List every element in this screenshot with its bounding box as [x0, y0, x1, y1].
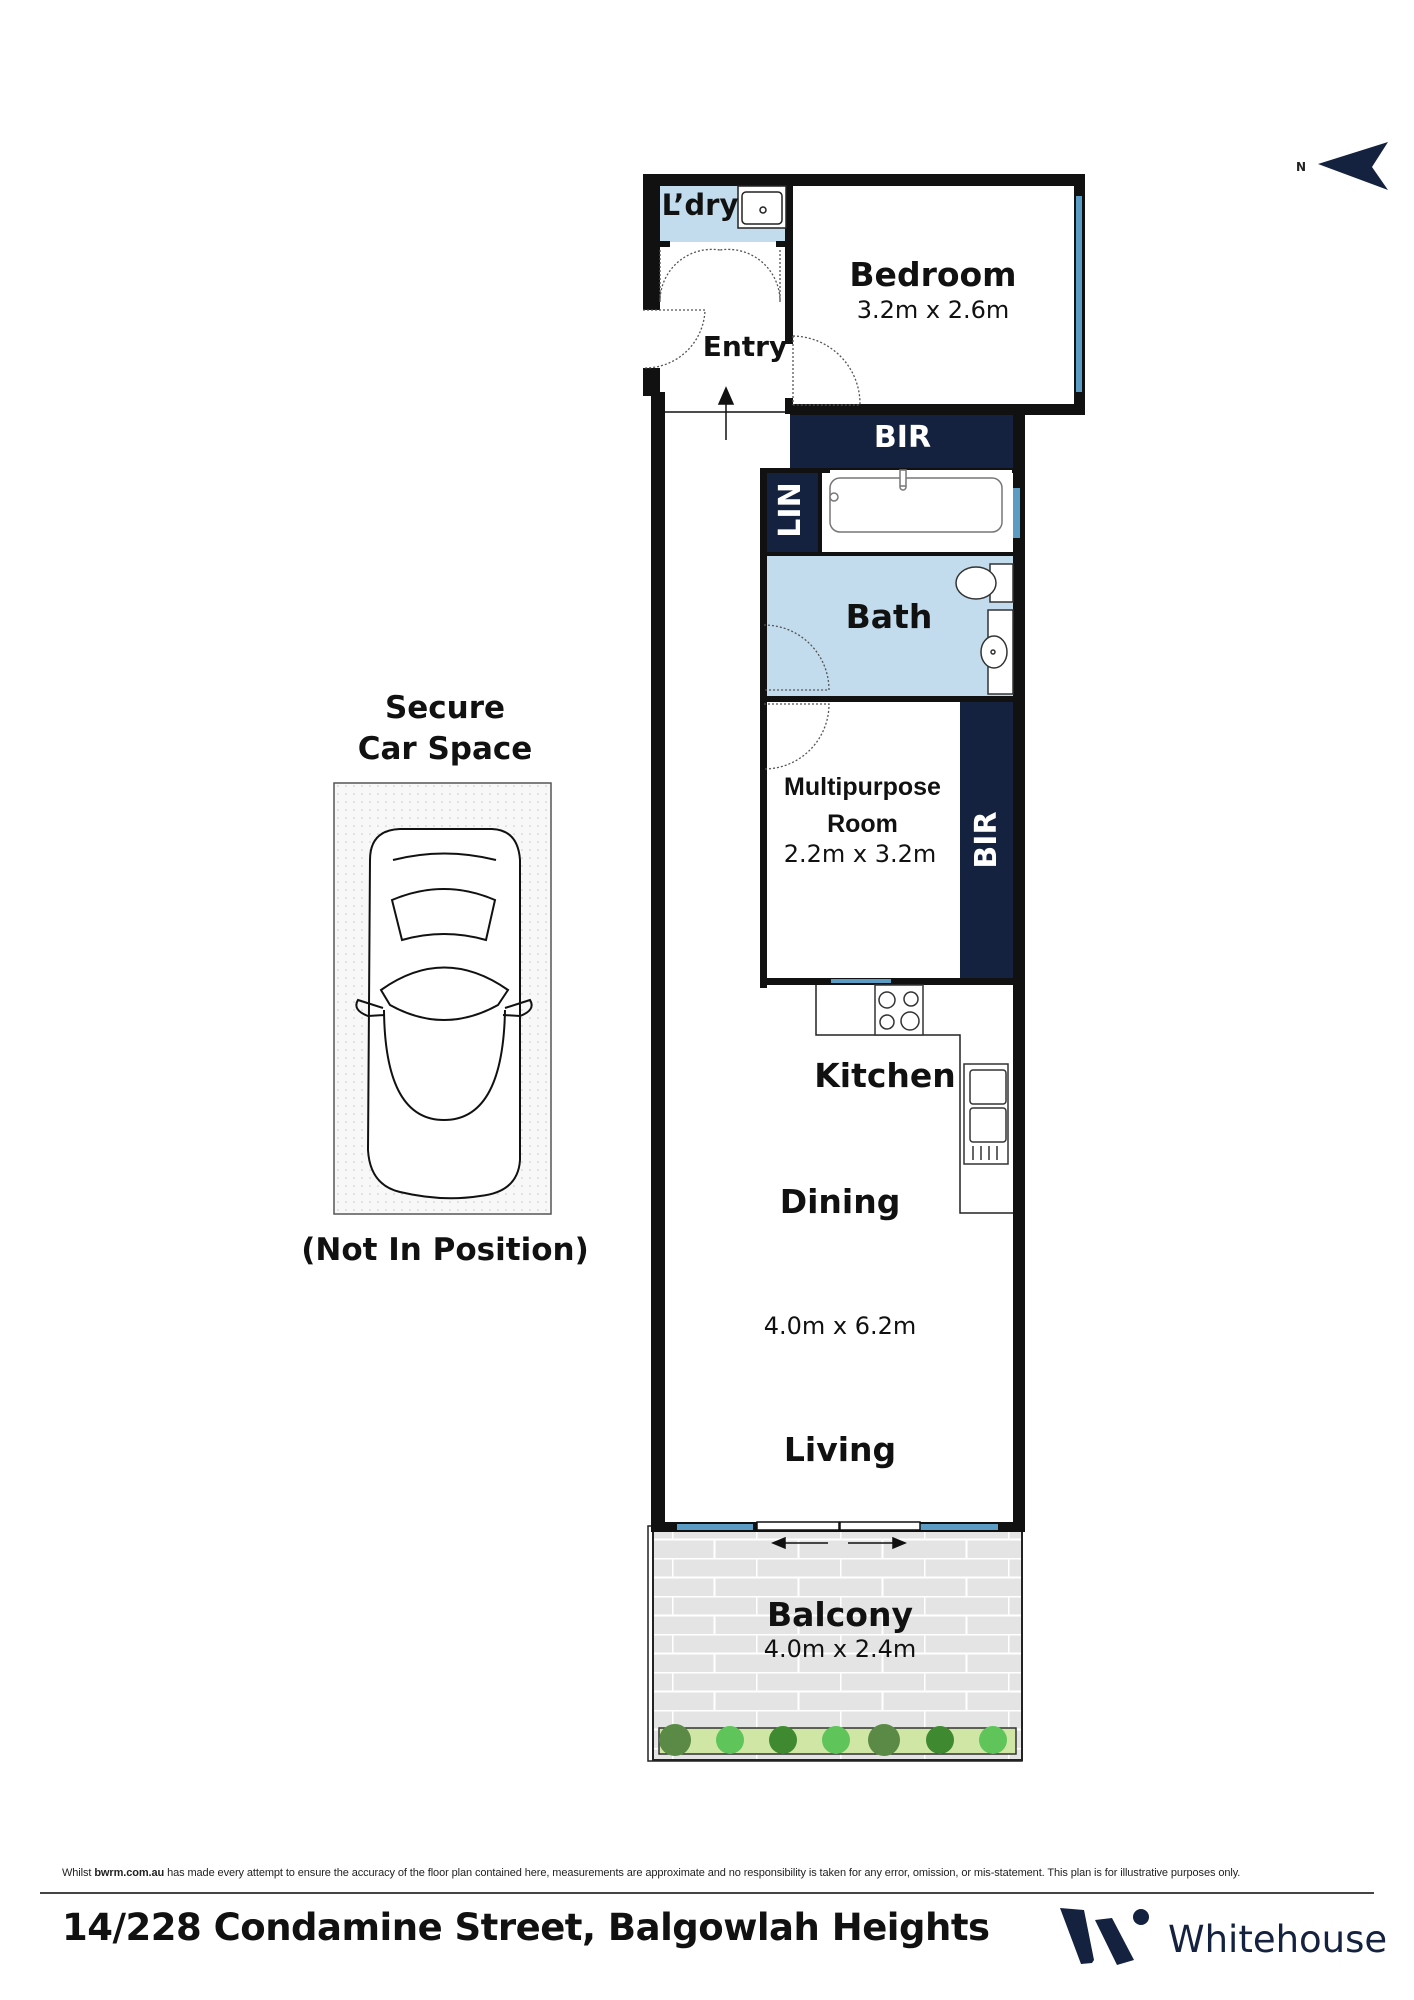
- bath-label: Bath: [845, 597, 933, 636]
- multipurpose-label-line2: Room: [827, 810, 898, 838]
- linen-cupboard: [764, 470, 818, 552]
- property-address: 14/228 Condamine Street, Balgowlah Heigh…: [62, 1906, 990, 1949]
- planter-shrubs: [659, 1724, 1007, 1756]
- toilet-icon: [955, 563, 1014, 603]
- north-arrow-icon: N: [1296, 142, 1388, 190]
- laundry-label: L’dry: [661, 188, 739, 222]
- disclaimer-text: has made every attempt to ensure the acc…: [164, 1867, 1241, 1879]
- dining-label: Dining: [779, 1182, 901, 1221]
- car-space-title-line2: Car Space: [357, 731, 533, 767]
- balcony-sliding-door[interactable]: [756, 1521, 921, 1550]
- balcony-label: Balcony: [767, 1595, 913, 1634]
- multipurpose-dimensions: 2.2m x 3.2m: [783, 840, 937, 868]
- kitchen-label: Kitchen: [814, 1056, 956, 1095]
- laundry-tub-icon: [737, 185, 787, 229]
- entry-label: Entry: [702, 330, 788, 363]
- disclaimer-prefix: Whilst: [62, 1867, 95, 1879]
- living-label: Living: [783, 1430, 897, 1469]
- balcony: [647, 1525, 1023, 1762]
- bedroom-label: Bedroom: [849, 255, 1017, 294]
- kitchen-sink-icon: [963, 1063, 1009, 1165]
- bir-top-label: BIR: [873, 420, 932, 455]
- windows: [677, 196, 1082, 1530]
- car-icon: [355, 828, 533, 1200]
- whitehouse-logo-icon: [1060, 1908, 1149, 1965]
- multipurpose-label-line1: Multipurpose: [784, 773, 941, 801]
- door-swings: [643, 248, 861, 770]
- compass-label: N: [1296, 160, 1306, 174]
- bathtub-icon: [829, 469, 1012, 550]
- bir-side-label: BIR: [969, 811, 1004, 869]
- car-space-title-line1: Secure: [384, 690, 506, 726]
- linen-label: LIN: [773, 482, 808, 538]
- living-dining-dimensions: 4.0m x 6.2m: [763, 1312, 917, 1340]
- bedroom-dimensions: 3.2m x 2.6m: [856, 296, 1010, 324]
- bir-top: [790, 412, 1018, 468]
- bir-side: [960, 702, 1014, 982]
- brand-name: Whitehouse: [1168, 1918, 1388, 1961]
- car-space: [333, 782, 552, 1215]
- car-space-note: (Not In Position): [301, 1232, 589, 1268]
- entry-door[interactable]: [665, 386, 790, 440]
- cooktop-icon: [874, 984, 924, 1036]
- basin-icon: [980, 609, 1014, 695]
- footer-divider: [40, 1892, 1374, 1894]
- disclaimer-site: bwrm.com.au: [94, 1867, 165, 1879]
- balcony-dimensions: 4.0m x 2.4m: [763, 1635, 917, 1663]
- kitchen-benches: [815, 985, 1013, 1214]
- disclaimer: Whilst bwrm.com.au has made every attemp…: [62, 1867, 1240, 1879]
